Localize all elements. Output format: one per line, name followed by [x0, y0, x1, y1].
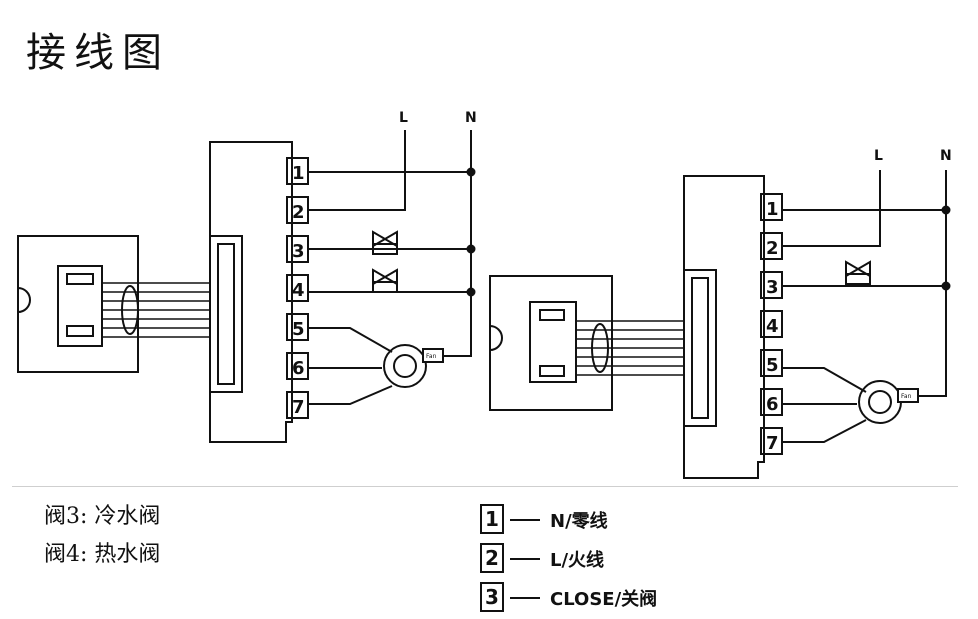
right-connector	[529, 301, 577, 383]
left-terminal-5: 5	[292, 319, 305, 340]
right-cable-clamp	[591, 323, 609, 373]
left-terminal-7: 7	[292, 397, 305, 418]
right-fan-label: Fan	[901, 393, 912, 400]
left-connector	[57, 265, 103, 347]
right-label-n: N	[940, 148, 952, 164]
right-valve-3	[845, 260, 871, 285]
left-cable-clamp	[121, 285, 139, 335]
right-diagram: Fan L N 1 2 3 4 5 6 7	[489, 148, 952, 479]
right-l-wire	[782, 170, 881, 247]
right-terminal-4: 4	[766, 316, 779, 337]
left-terminal-2: 2	[292, 202, 305, 223]
right-terminal-7: 7	[766, 433, 779, 454]
terminal-number: 3	[480, 582, 504, 612]
right-plate-notch	[489, 325, 503, 351]
legend-divider	[12, 486, 958, 487]
left-label-n: N	[465, 110, 477, 126]
right-terminal-6: 6	[766, 394, 779, 415]
left-label-l: L	[399, 110, 408, 126]
legend-dash	[510, 519, 540, 521]
terminal-number: 1	[480, 504, 504, 534]
left-terminal-6: 6	[292, 358, 305, 379]
left-harness	[102, 282, 210, 338]
right-terminal-5: 5	[766, 355, 779, 376]
page-title: 接线图	[26, 30, 170, 76]
left-valve-3	[372, 230, 398, 255]
left-diagram: Fan L N 1 2 3 4 5 6 7	[17, 110, 477, 443]
left-n-wire	[440, 130, 472, 357]
legend-dash	[510, 558, 540, 560]
left-plate-notch	[17, 287, 31, 313]
terminal-description: N/零线	[550, 511, 608, 532]
left-thermostat-body	[209, 141, 293, 443]
right-label-l: L	[874, 148, 883, 164]
legend-dash	[510, 597, 540, 599]
terminal-number: 2	[480, 543, 504, 573]
right-terminal-2: 2	[766, 238, 779, 259]
right-n-wire	[915, 170, 947, 397]
wiring-diagram: Fan L N 1 2 3 4 5 6 7	[17, 110, 952, 479]
right-terminal-strip: 1 2 3 4 5 6 7	[760, 193, 783, 455]
left-valve-4	[372, 268, 398, 293]
valve-legend-item: 阀4: 热水阀	[44, 542, 161, 567]
right-thermostat-body	[683, 175, 765, 479]
left-terminal-strip: 1 2 3 4 5 6 7	[286, 157, 309, 419]
terminal-description: L/火线	[550, 550, 605, 571]
left-fan-label: Fan	[426, 353, 437, 360]
valve-legend-item: 阀3: 冷水阀	[44, 504, 161, 529]
left-terminal-1: 1	[292, 163, 305, 184]
left-terminal-3: 3	[292, 241, 305, 262]
terminal-description: CLOSE/关阀	[550, 589, 658, 610]
left-fan-motor: Fan	[383, 344, 444, 388]
left-wall-plate	[17, 235, 139, 373]
left-l-wire	[308, 130, 406, 211]
left-terminal-4: 4	[292, 280, 305, 301]
valve-legend: 阀3: 冷水阀 阀4: 热水阀	[44, 498, 160, 574]
right-wall-plate	[489, 275, 613, 411]
right-fan-motor: Fan	[858, 380, 919, 424]
right-terminal-3: 3	[766, 277, 779, 298]
right-terminal-1: 1	[766, 199, 779, 220]
